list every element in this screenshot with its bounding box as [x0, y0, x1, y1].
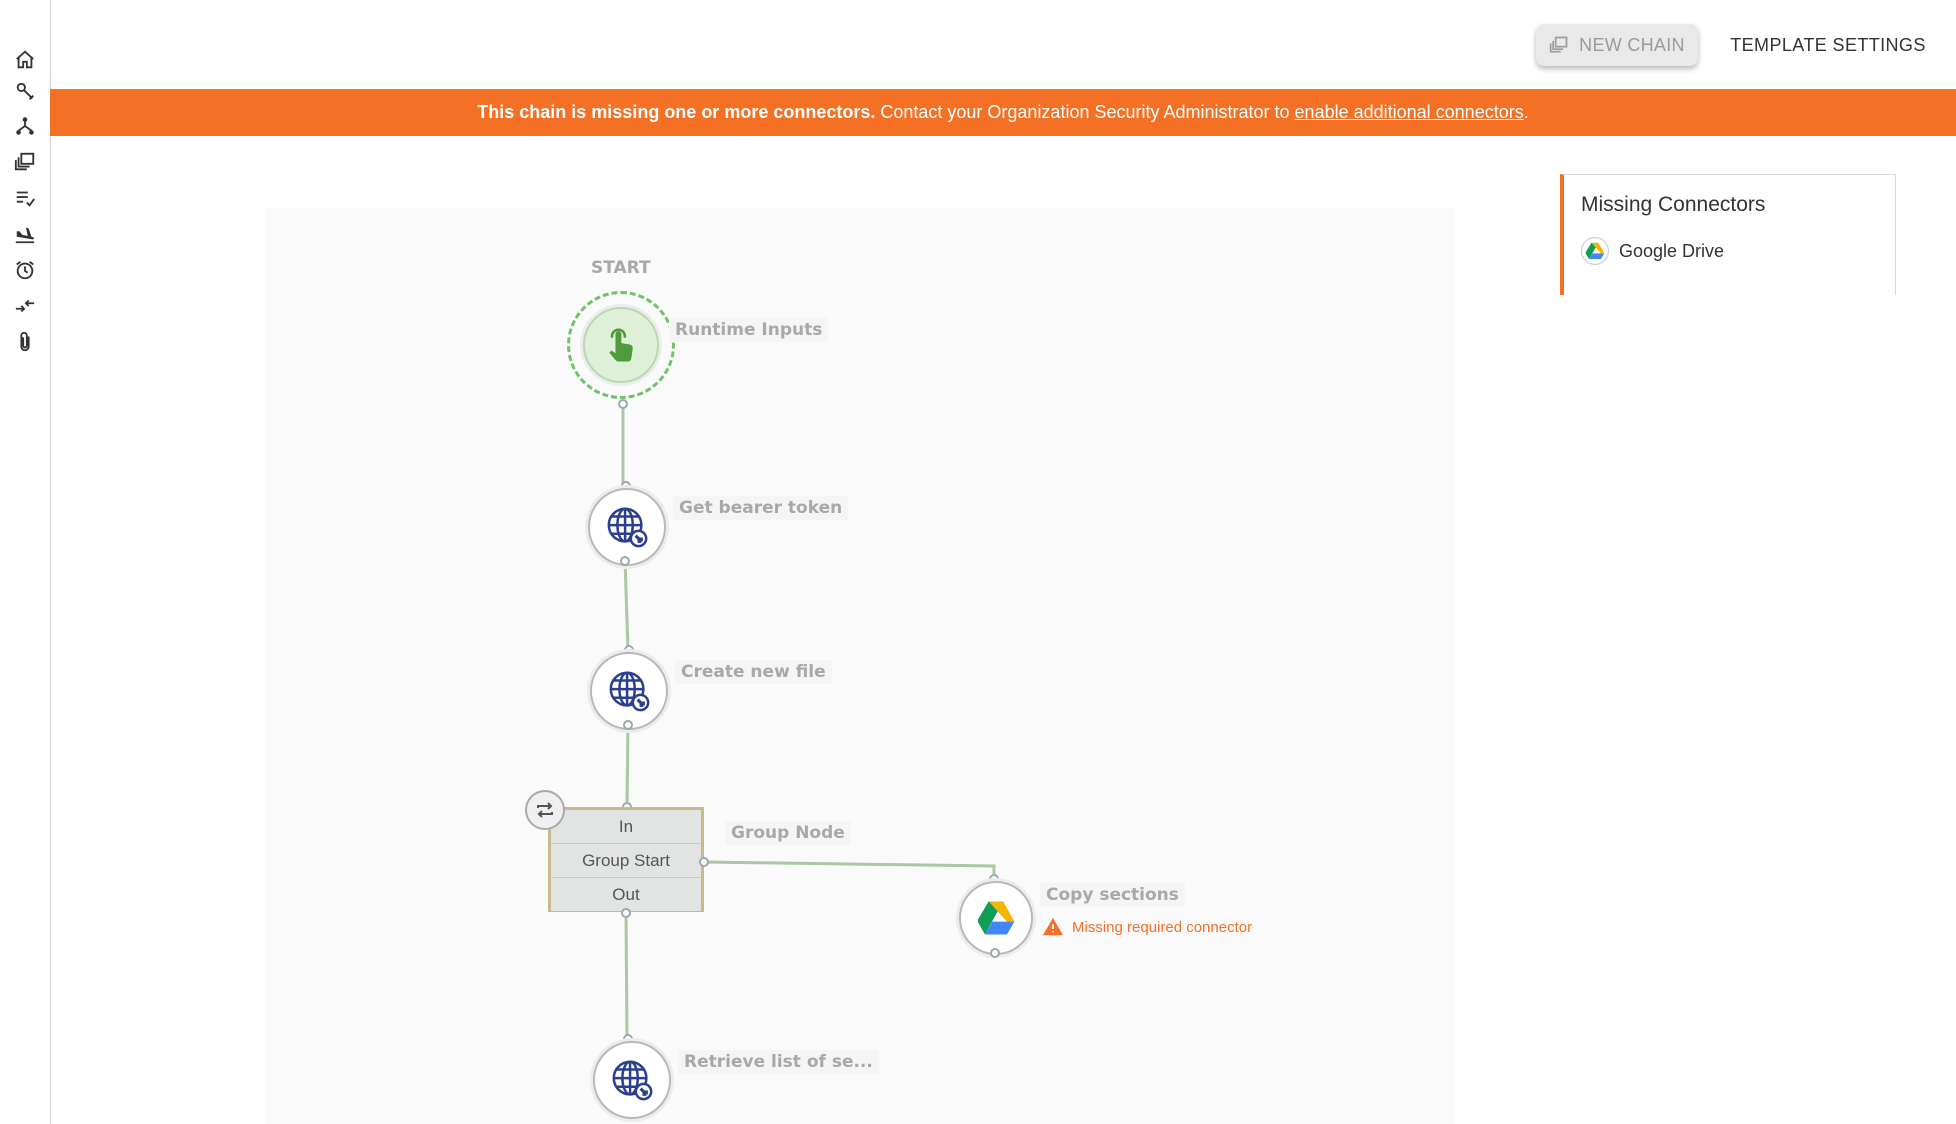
- library-add-icon: [1549, 36, 1568, 53]
- output-port[interactable]: [620, 556, 630, 566]
- banner-suffix: .: [1523, 102, 1529, 122]
- output-port[interactable]: [618, 399, 628, 409]
- get-bearer-token-node[interactable]: [588, 488, 666, 566]
- warning-icon: [1042, 917, 1064, 936]
- http-globe-icon: [609, 671, 650, 712]
- missing-connectors-panel: Missing Connectors Google Drive: [1560, 174, 1896, 295]
- group-out-row: Out: [551, 878, 701, 911]
- alarm-clock-icon[interactable]: [11, 256, 39, 284]
- wire-create-to-group: [625, 723, 630, 808]
- landing-icon[interactable]: [11, 220, 39, 248]
- runtime-inputs-label: Runtime Inputs: [669, 318, 829, 342]
- wire-token-to-create: [623, 559, 630, 651]
- wrench-icon[interactable]: [11, 78, 39, 106]
- missing-connector-item[interactable]: Google Drive: [1581, 237, 1724, 265]
- missing-connector-name: Google Drive: [1619, 240, 1725, 261]
- merge-arrows-icon[interactable]: [11, 292, 39, 320]
- missing-connectors-title: Missing Connectors: [1581, 193, 1766, 216]
- google-drive-icon: [977, 901, 1015, 935]
- new-chain-button[interactable]: NEW CHAIN: [1536, 24, 1698, 66]
- group-in-row: In: [551, 810, 701, 844]
- create-new-file-label: Create new file: [675, 660, 832, 684]
- output-port[interactable]: [990, 948, 1000, 958]
- banner-text: Contact your Organization Security Admin…: [880, 102, 1290, 122]
- start-label: START: [591, 258, 651, 278]
- enable-connectors-link[interactable]: enable additional connectors: [1294, 102, 1524, 122]
- google-drive-icon: [1581, 237, 1609, 265]
- missing-connectors-banner: This chain is missing one or more connec…: [50, 89, 1956, 136]
- group-node[interactable]: In Group Start Out: [548, 807, 704, 912]
- output-port[interactable]: [623, 720, 633, 730]
- retrieve-list-label: Retrieve list of se...: [678, 1050, 879, 1074]
- banner-bold-text: This chain is missing one or more connec…: [477, 102, 876, 122]
- copy-sections-label: Copy sections: [1040, 883, 1185, 907]
- group-node-label: Group Node: [725, 821, 851, 845]
- start-node-ring: [567, 291, 675, 399]
- get-bearer-token-label: Get bearer token: [673, 496, 849, 520]
- workflow-canvas[interactable]: START Runtime Inputs Get bearer token Cr…: [265, 208, 1455, 1124]
- touch-hand-icon: [609, 328, 633, 362]
- sidebar: [0, 0, 51, 1124]
- wire-group-to-copy: [703, 860, 996, 879]
- paperclip-icon[interactable]: [11, 328, 39, 356]
- http-globe-icon: [612, 1060, 653, 1101]
- chain-network-icon[interactable]: [11, 112, 39, 140]
- output-port[interactable]: [621, 908, 631, 918]
- home-icon[interactable]: [11, 46, 39, 74]
- runtime-inputs-node[interactable]: [583, 307, 659, 383]
- group-start-row: Group Start: [551, 844, 701, 878]
- wire-group-to-retrieve: [624, 911, 629, 1039]
- create-new-file-node[interactable]: [590, 652, 668, 730]
- missing-connector-warning: Missing required connector: [1042, 916, 1252, 938]
- loop-icon[interactable]: [525, 790, 565, 830]
- checklist-icon[interactable]: [11, 184, 39, 212]
- retrieve-list-node[interactable]: [593, 1041, 671, 1119]
- template-settings-button[interactable]: TEMPLATE SETTINGS: [1730, 34, 1926, 55]
- new-chain-label: NEW CHAIN: [1579, 34, 1685, 55]
- copy-sections-node[interactable]: [959, 881, 1033, 955]
- http-globe-icon: [607, 507, 648, 548]
- library-icon[interactable]: [11, 148, 39, 176]
- warning-text: Missing required connector: [1072, 918, 1253, 936]
- connection-wires: [621, 404, 996, 1039]
- group-start-port[interactable]: [699, 857, 709, 867]
